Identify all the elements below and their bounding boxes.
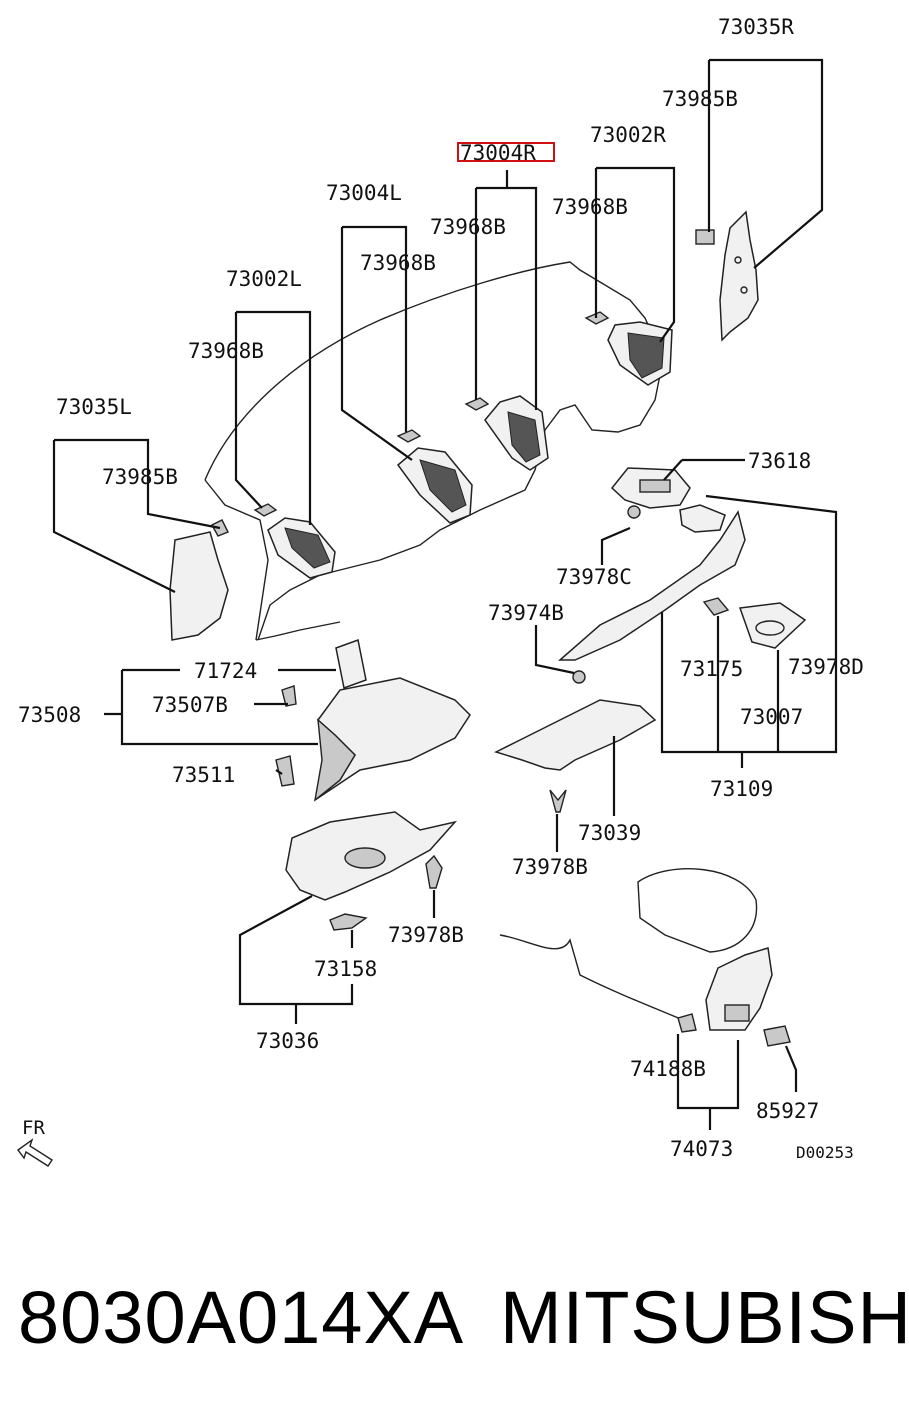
label-73175: 73175 (680, 657, 743, 681)
parts-diagram: 73035R 73985B 73002R 73004R 73968B 73968… (17, 15, 864, 1167)
label-73974B: 73974B (488, 601, 564, 625)
front-arrow-icon (17, 1138, 53, 1167)
bracket (493, 699, 657, 813)
console-panel-upper (558, 467, 746, 684)
footer: 8030A014XA MITSUBISHI (0, 1268, 909, 1378)
label-73109: 73109 (710, 777, 773, 801)
label-73968B-right: 73968B (552, 195, 628, 219)
glove-box (275, 677, 471, 802)
label-plate (335, 638, 367, 690)
label-73985B-left: 73985B (102, 465, 178, 489)
label-73978C: 73978C (556, 565, 632, 589)
label-73978B-center: 73978B (512, 855, 588, 879)
label-73508: 73508 (18, 703, 81, 727)
part-number: 8030A014XA (18, 1276, 465, 1359)
label-73968B-center-left: 73968B (360, 251, 436, 275)
label-73004L: 73004L (326, 181, 402, 205)
vent-right (584, 311, 673, 386)
label-73002R: 73002R (590, 123, 666, 147)
label-73968B-left: 73968B (188, 339, 264, 363)
label-73004R: 73004R (460, 141, 536, 165)
label-fr: FR (22, 1117, 45, 1139)
label-73035R: 73035R (718, 15, 794, 39)
label-73978D: 73978D (788, 655, 864, 679)
label-73985B-right: 73985B (662, 87, 738, 111)
label-73507B: 73507B (152, 693, 228, 717)
diagram-code: D00253 (796, 1143, 854, 1162)
label-74188B: 74188B (630, 1057, 706, 1081)
label-73036: 73036 (256, 1029, 319, 1053)
label-73978B-left: 73978B (388, 923, 464, 947)
vent-center-left (396, 429, 473, 524)
highlight-box (457, 142, 555, 162)
side-cover-right (695, 210, 759, 342)
leader-lines (52, 58, 838, 1130)
side-cover-left (169, 519, 229, 641)
label-73618: 73618 (748, 449, 811, 473)
label-71724: 71724 (194, 659, 257, 683)
vent-left (253, 503, 336, 579)
dashboard-outline (204, 261, 661, 641)
label-73035L: 73035L (56, 395, 132, 419)
part-labels: 73035R 73985B 73002R 73004R 73968B 73968… (18, 15, 864, 1162)
label-73158: 73158 (314, 957, 377, 981)
label-73968B-center: 73968B (430, 215, 506, 239)
label-73007: 73007 (740, 705, 803, 729)
label-73511: 73511 (172, 763, 235, 787)
label-73002L: 73002L (226, 267, 302, 291)
lower-panel (285, 811, 458, 931)
vent-center-right (464, 395, 549, 471)
label-85927: 85927 (756, 1099, 819, 1123)
console-pocket (702, 597, 807, 649)
label-74073: 74073 (670, 1137, 733, 1161)
label-73039: 73039 (578, 821, 641, 845)
brand-name: MITSUBISHI (500, 1276, 909, 1359)
console-box (499, 868, 791, 1047)
